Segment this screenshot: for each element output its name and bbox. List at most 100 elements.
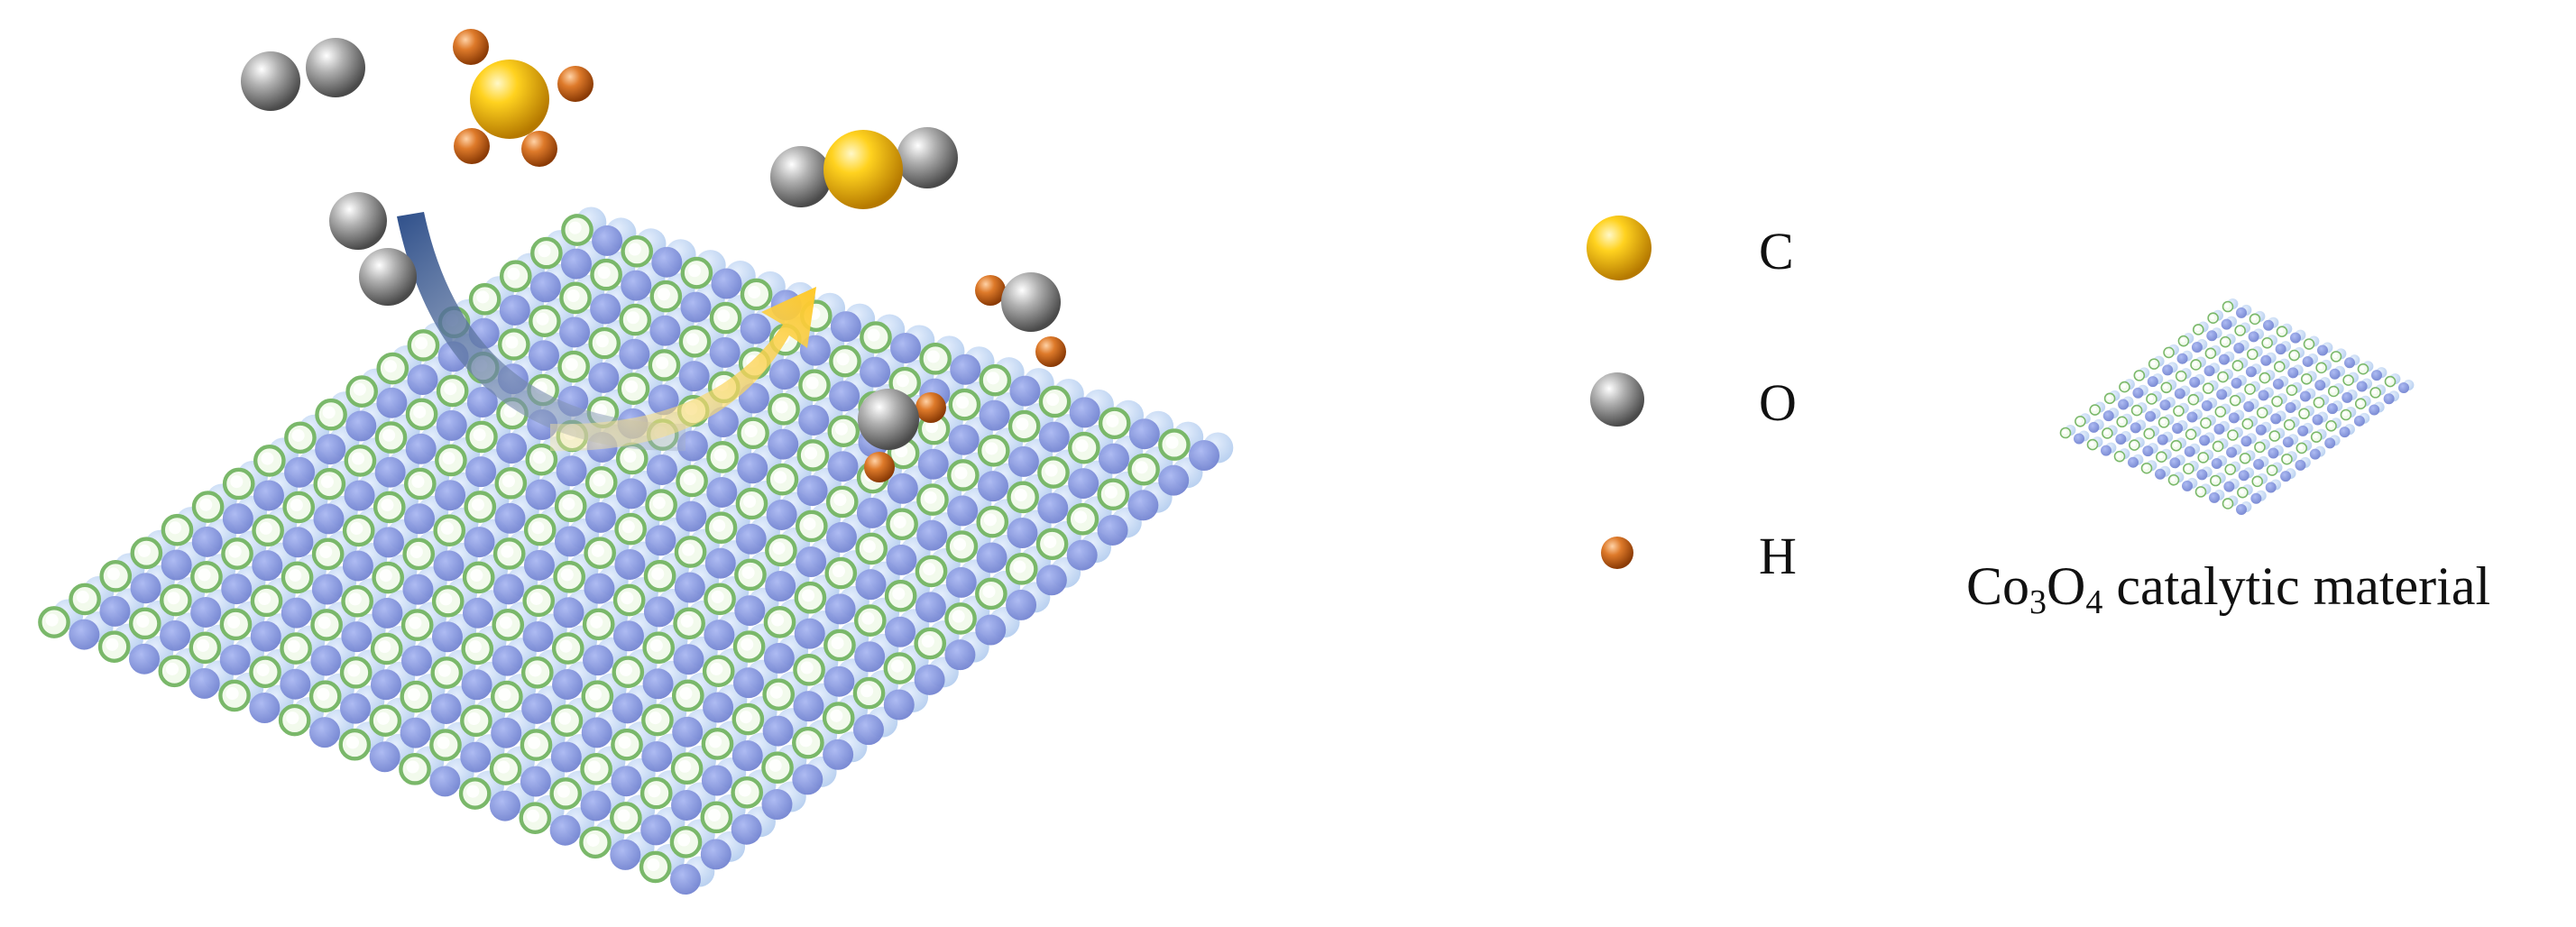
lattice-atom-green [2256,407,2268,418]
lattice-atom-green [373,491,406,524]
lattice-atom-blue [680,291,712,323]
lattice-atom-blue [1069,397,1100,428]
lattice-atom-green [2244,383,2256,395]
lattice-atom-blue [553,597,584,629]
lattice-atom-green [580,752,612,785]
lattice-atom-green [582,608,615,641]
lattice-atom-green [553,560,586,593]
lattice-atom-green [639,776,673,810]
lattice-atom-green [2190,359,2202,371]
lattice-atom-green [2229,394,2241,407]
lattice-atom-green [1127,453,1160,486]
lattice-atom-blue [580,790,612,821]
lattice-atom-blue [2199,435,2211,446]
lattice-atom-green [2167,474,2180,486]
lattice-atom-blue [704,620,735,651]
hydrogen-atom [557,66,593,102]
lattice-atom-green [2325,420,2337,432]
lattice-atom-blue [641,740,673,772]
lattice-atom-blue [792,764,823,795]
lattice-atom-blue [2169,457,2181,469]
lattice-atom-green [429,729,462,761]
lattice-atom-green [468,282,501,316]
lattice-atom-blue [1009,375,1041,407]
lattice-atom-green [499,260,532,293]
lattice-atom-green [2313,397,2325,408]
lattice-atom-blue [490,790,520,821]
lattice-atom-green [2086,438,2099,451]
lattice-atom-green [400,680,433,713]
lattice-atom-blue [914,664,945,695]
lattice-atom-blue [975,614,1007,646]
lattice-atom-green [2237,486,2249,499]
lattice-atom-green [2130,404,2143,417]
lattice-atom-blue [648,384,679,416]
lattice-atom-blue [339,693,371,724]
lattice-atom-blue [584,573,615,604]
lattice-atom-green [221,537,253,570]
lattice-atom-blue [130,573,161,604]
lattice-atom-green [407,329,440,362]
lattice-atom-blue [673,644,704,675]
lattice-atom-green [344,445,377,477]
lattice-atom-green [2300,372,2313,385]
lattice-atom-blue [2236,504,2247,515]
lattice-atom-blue [796,475,828,507]
lattice-atom-green [339,656,373,689]
lattice-atom-green [280,632,312,665]
lattice-atom-blue [372,597,403,629]
lattice-atom-blue [2172,423,2184,435]
lattice-atom-blue [2339,427,2351,438]
lattice-atom-blue [2209,491,2220,503]
lattice-atom-green [2143,427,2156,440]
lattice-atom-green [2241,418,2254,430]
lattice-atom-green [979,363,1012,397]
lattice-atom-blue [2353,415,2365,427]
lattice-atom-green [824,556,858,590]
lattice-atom-blue [794,618,825,649]
lattice-atom-green [1007,481,1039,514]
lattice-atom-green [430,656,464,689]
lattice-atom-green [313,467,346,500]
lattice-atom-blue [2203,365,2215,377]
lattice-atom-blue [2317,344,2328,356]
lattice-atom-blue [499,294,530,326]
lattice-atom-green [704,583,736,616]
lattice-atom-green [2286,384,2298,397]
lattice-atom-green [282,491,316,524]
lattice-atom-blue [2329,368,2341,380]
lattice-atom-blue [369,741,400,773]
lattice-atom-blue [2174,388,2185,399]
lattice-atom-green [374,421,408,454]
lattice-atom-blue [1189,440,1219,471]
lattice-atom-blue [979,399,1010,431]
lattice-atom-blue [2155,468,2166,480]
lattice-atom-green [458,777,492,810]
lattice-atom-green [2268,430,2281,442]
lattice-atom-green [372,561,404,594]
lattice-atom-green [2204,347,2217,360]
lattice-atom-green [191,491,225,523]
lattice-atom-blue [883,689,915,720]
lattice-atom-blue [2371,370,2382,381]
desorption-arrow [550,287,816,452]
lattice-atom-green [702,655,735,688]
lattice-atom-green [2146,393,2157,405]
lattice-atom-green [2266,464,2278,476]
lattice-atom-green [2210,474,2222,487]
lattice-atom-blue [856,497,888,528]
lattice-atom-green [2246,348,2259,361]
lattice-atom-green [2249,313,2261,326]
lattice-atom-green [822,702,855,734]
lattice-atom-blue [2145,410,2157,422]
lattice-atom-blue [2265,482,2277,493]
lattice-atom-blue [429,766,461,797]
lattice-atom-green [2183,463,2194,475]
lattice-atom-blue [704,547,736,579]
lattice-atom-blue [763,642,795,674]
lattice-atom-blue [552,668,584,700]
lattice-atom-blue [344,480,375,511]
lattice-atom-green [1158,428,1191,461]
lattice-atom-green [860,321,892,353]
lattice-atom-green [1005,553,1038,585]
